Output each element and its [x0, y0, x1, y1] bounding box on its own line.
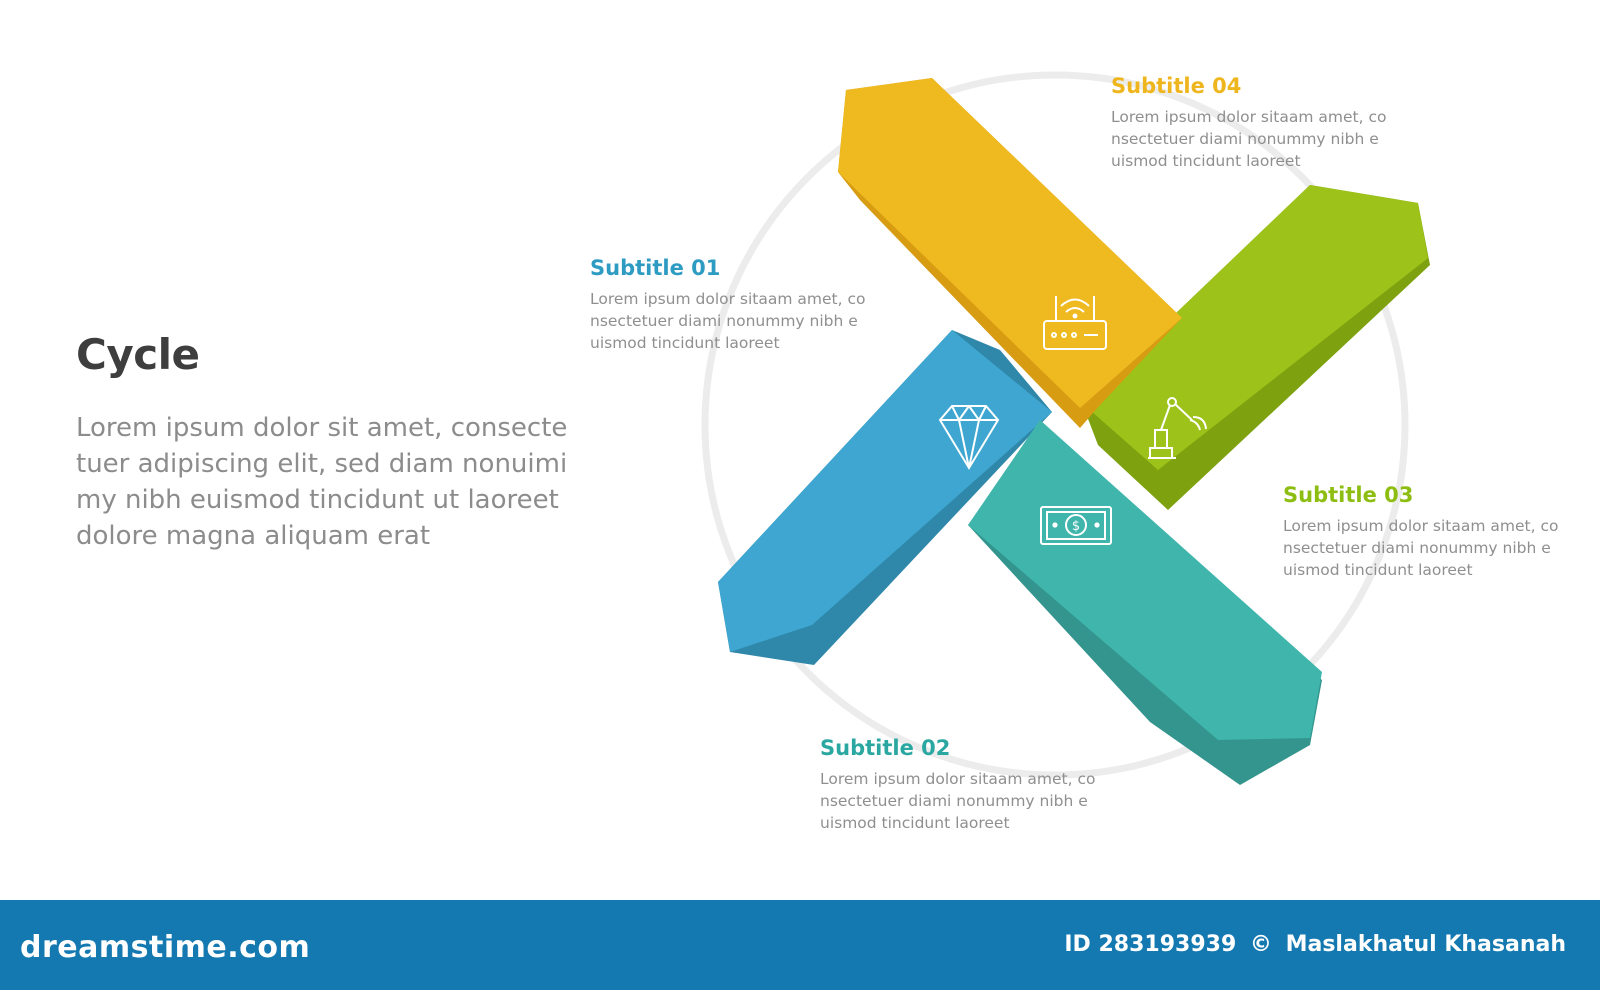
- subtitle-line: uismod tincidunt laoreet: [1283, 561, 1473, 579]
- footer-credit: ID 283193939 © Maslakhatul Khasanah: [1064, 932, 1572, 957]
- arm-yellow-face: [838, 78, 1182, 408]
- description-line: Lorem ipsum dolor sit amet, consecte: [76, 413, 568, 443]
- arm-blue-face: [718, 330, 1052, 652]
- subtitle-text: Lorem ipsum dolor sitaam amet, co nsecte…: [820, 768, 1120, 834]
- subtitle-heading: Subtitle 01: [590, 256, 721, 280]
- subtitle-line: nsectetuer diami nonummy nibh e: [590, 312, 858, 330]
- subtitle-line: Lorem ipsum dolor sitaam amet, co: [820, 770, 1096, 788]
- subtitle-line: uismod tincidunt laoreet: [820, 814, 1010, 832]
- footer-bar: dreamstime.com ID 283193939 © Maslakhatu…: [0, 900, 1600, 990]
- money-icon: $: [1040, 506, 1112, 545]
- subtitle-heading: Subtitle 03: [1283, 483, 1414, 507]
- subtitle-text: Lorem ipsum dolor sitaam amet, co nsecte…: [1283, 515, 1583, 581]
- copyright-symbol: ©: [1249, 932, 1272, 957]
- arm-teal: [968, 420, 1322, 785]
- arm-teal-face: [968, 420, 1322, 740]
- page-description: Lorem ipsum dolor sit amet, consecte tue…: [76, 410, 568, 554]
- svg-text:$: $: [1072, 519, 1080, 534]
- diamond-icon: [938, 405, 1000, 470]
- footer-logo[interactable]: dreamstime.com: [20, 930, 311, 965]
- subtitle-heading: Subtitle 04: [1111, 74, 1242, 98]
- subtitle-line: Lorem ipsum dolor sitaam amet, co: [1111, 108, 1387, 126]
- subtitle-line: nsectetuer diami nonummy nibh e: [1283, 539, 1551, 557]
- subtitle-line: Lorem ipsum dolor sitaam amet, co: [590, 290, 866, 308]
- subtitle-text: Lorem ipsum dolor sitaam amet, co nsecte…: [590, 288, 890, 354]
- subtitle-block-04: Subtitle 04 Lorem ipsum dolor sitaam ame…: [1111, 74, 1411, 172]
- cycle-diagram: $: [701, 71, 1430, 785]
- subtitle-line: uismod tincidunt laoreet: [590, 334, 780, 352]
- subtitle-line: nsectetuer diami nonummy nibh e: [1111, 130, 1379, 148]
- page-title: Cycle: [76, 330, 200, 379]
- subtitle-block-03: Subtitle 03 Lorem ipsum dolor sitaam ame…: [1283, 483, 1583, 581]
- arm-blue: [718, 330, 1052, 665]
- router-icon: [1043, 296, 1107, 350]
- description-line: dolore magna aliquam erat: [76, 521, 431, 551]
- arm-yellow: [838, 78, 1182, 428]
- description-line: tuer adipiscing elit, sed diam nonuimi: [76, 449, 568, 479]
- description-line: my nibh euismod tincidunt ut laoreet: [76, 485, 559, 515]
- subtitle-line: nsectetuer diami nonummy nibh e: [820, 792, 1088, 810]
- image-id: ID 283193939: [1064, 932, 1237, 957]
- subtitle-text: Lorem ipsum dolor sitaam amet, co nsecte…: [1111, 106, 1411, 172]
- subtitle-line: Lorem ipsum dolor sitaam amet, co: [1283, 517, 1559, 535]
- subtitle-heading: Subtitle 02: [820, 736, 951, 760]
- cycle-ring: [701, 71, 1409, 779]
- subtitle-block-02: Subtitle 02 Lorem ipsum dolor sitaam ame…: [820, 736, 1120, 834]
- robot-arm-icon: [1148, 397, 1207, 459]
- subtitle-block-01: Subtitle 01 Lorem ipsum dolor sitaam ame…: [590, 256, 890, 354]
- subtitle-line: uismod tincidunt laoreet: [1111, 152, 1301, 170]
- author-name[interactable]: Maslakhatul Khasanah: [1285, 932, 1566, 957]
